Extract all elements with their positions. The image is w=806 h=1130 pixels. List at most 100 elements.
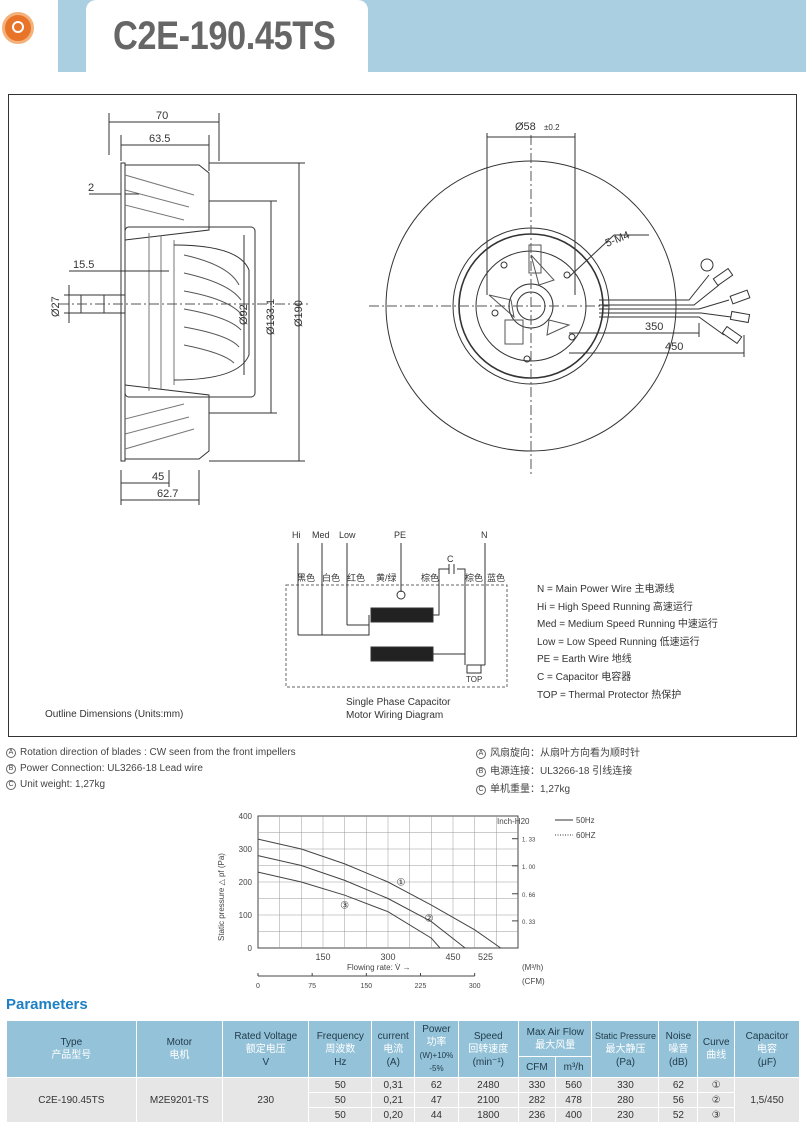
chart-x-tick-m3h: 450 <box>445 952 460 962</box>
chart-series-label: ③ <box>340 900 349 911</box>
wire-cap-label: C <box>447 554 454 564</box>
cell-pressure: 330 <box>591 1077 660 1093</box>
side-back-plate <box>120 162 126 462</box>
chart-y-tick: 200 <box>239 878 253 887</box>
chart-x-tick-m3h: 150 <box>315 952 330 962</box>
chart-right-tick: 1. 00 <box>522 865 536 871</box>
wiring-box <box>285 584 508 688</box>
parameters-heading: Parameters <box>6 996 88 1013</box>
dim-350: 350 <box>645 321 663 333</box>
chart-y-tick: 100 <box>239 911 253 920</box>
wire-color-6: 蓝色 <box>487 572 505 583</box>
dim-63-5: 63.5 <box>149 133 170 145</box>
chart-xlabel: Flowing rate: V̇ → <box>347 963 411 972</box>
cell-power: 62 <box>414 1077 459 1093</box>
legend-line-3: Low = Low Speed Running 低速运行 <box>537 635 700 648</box>
chart-series-line <box>257 871 441 949</box>
outline-caption: Outline Dimensions (Units:mm) <box>45 709 183 720</box>
cell-motor: M2E9201-TS <box>135 1077 224 1123</box>
cell-curve: ③ <box>697 1107 736 1123</box>
cell-speed: 2100 <box>457 1092 520 1108</box>
logo-area <box>0 0 58 72</box>
dim-27: Ø27 <box>50 296 62 317</box>
col-cfm: CFM <box>518 1056 556 1078</box>
dim-62-7: 62.7 <box>157 488 178 500</box>
dim-45: 45 <box>152 471 164 483</box>
legend-line-5: C = Capacitor 电容器 <box>537 670 631 683</box>
chart-legend-50hz: 50Hz <box>576 816 595 825</box>
chart-x-tick-cfm: 75 <box>308 983 316 990</box>
chart-x-tick-cfm: 150 <box>360 983 372 990</box>
cell-m3h: 478 <box>554 1092 593 1108</box>
cell-curve: ① <box>697 1077 736 1093</box>
cell-type: C2E-190.45TS <box>6 1077 137 1123</box>
dim-190: Ø190 <box>293 300 305 327</box>
chart-series-label: ② <box>425 914 434 925</box>
cell-capacitor: 1,5/450 <box>734 1077 800 1123</box>
side-motor-dome <box>173 244 250 381</box>
table-row: 50 0,20 44 1800 236 400 230 52 ③ <box>7 1107 800 1123</box>
cell-hz: 50 <box>308 1092 373 1108</box>
chart-x-unit-top: (M³/h) <box>522 963 544 972</box>
cell-curve: ② <box>697 1092 736 1108</box>
legend-line-1: Hi = High Speed Running 高速运行 <box>537 600 693 613</box>
cell-power: 44 <box>414 1107 459 1123</box>
dim-58: Ø58 <box>515 121 536 133</box>
chart-x-tick-m3h: 300 <box>380 952 395 962</box>
wiring-caption-line1: Single Phase Capacitor <box>346 697 451 708</box>
wire-label-low: Low <box>339 530 356 540</box>
cell-cfm: 282 <box>518 1092 556 1108</box>
chart-ylabel: Static pressure △ pf (Pa) <box>217 853 226 941</box>
cell-voltage: 230 <box>222 1077 310 1123</box>
cell-speed: 2480 <box>457 1077 520 1093</box>
wire-label-n: N <box>481 530 488 540</box>
wire-label-med: Med <box>312 530 330 540</box>
cell-hz: 50 <box>308 1107 373 1123</box>
wire-top-label: TOP <box>466 675 482 684</box>
page-title: C2E-190.45TS <box>113 14 336 58</box>
wire-color-0: 黑色 <box>297 572 315 583</box>
side-blades-top <box>124 164 210 241</box>
dim-92: Ø92 <box>238 304 250 325</box>
cell-cfm: 330 <box>518 1077 556 1093</box>
legend-line-4: PE = Earth Wire 地线 <box>537 652 632 665</box>
wire-label-pe: PE <box>394 530 406 540</box>
dim-58-tolerance: ±0.2 <box>544 123 560 132</box>
performance-chart: Static pressure △ pf (Pa) Flowing rate: … <box>217 812 596 990</box>
side-motor-body <box>124 226 256 398</box>
cell-noise: 62 <box>658 1077 699 1093</box>
side-blades-bottom <box>124 384 210 460</box>
cell-hz: 50 <box>308 1077 373 1093</box>
parameters-subheader-row: CFM m³/h <box>7 1056 800 1078</box>
dim-70: 70 <box>156 110 168 122</box>
cell-noise: 56 <box>658 1092 699 1108</box>
col-m3h: m³/h <box>554 1056 593 1078</box>
chart-right-tick: 0. 66 <box>522 893 536 899</box>
chart-series-line <box>257 838 501 949</box>
wiring-caption-line2: Motor Wiring Diagram <box>346 710 443 721</box>
cell-current: 0,21 <box>371 1092 416 1108</box>
legend-line-0: N = Main Power Wire 主电源线 <box>537 582 675 595</box>
cell-current: 0,31 <box>371 1077 416 1093</box>
dim-5-m4: 5-M4 <box>604 229 632 250</box>
dim-133-1: Ø133.1 <box>265 299 277 335</box>
dim-15-5: 15.5 <box>73 259 94 271</box>
chart-legend-60hz: 60HZ <box>576 831 596 840</box>
chart-x-tick-cfm: 225 <box>415 983 427 990</box>
cell-speed: 1800 <box>457 1107 520 1123</box>
